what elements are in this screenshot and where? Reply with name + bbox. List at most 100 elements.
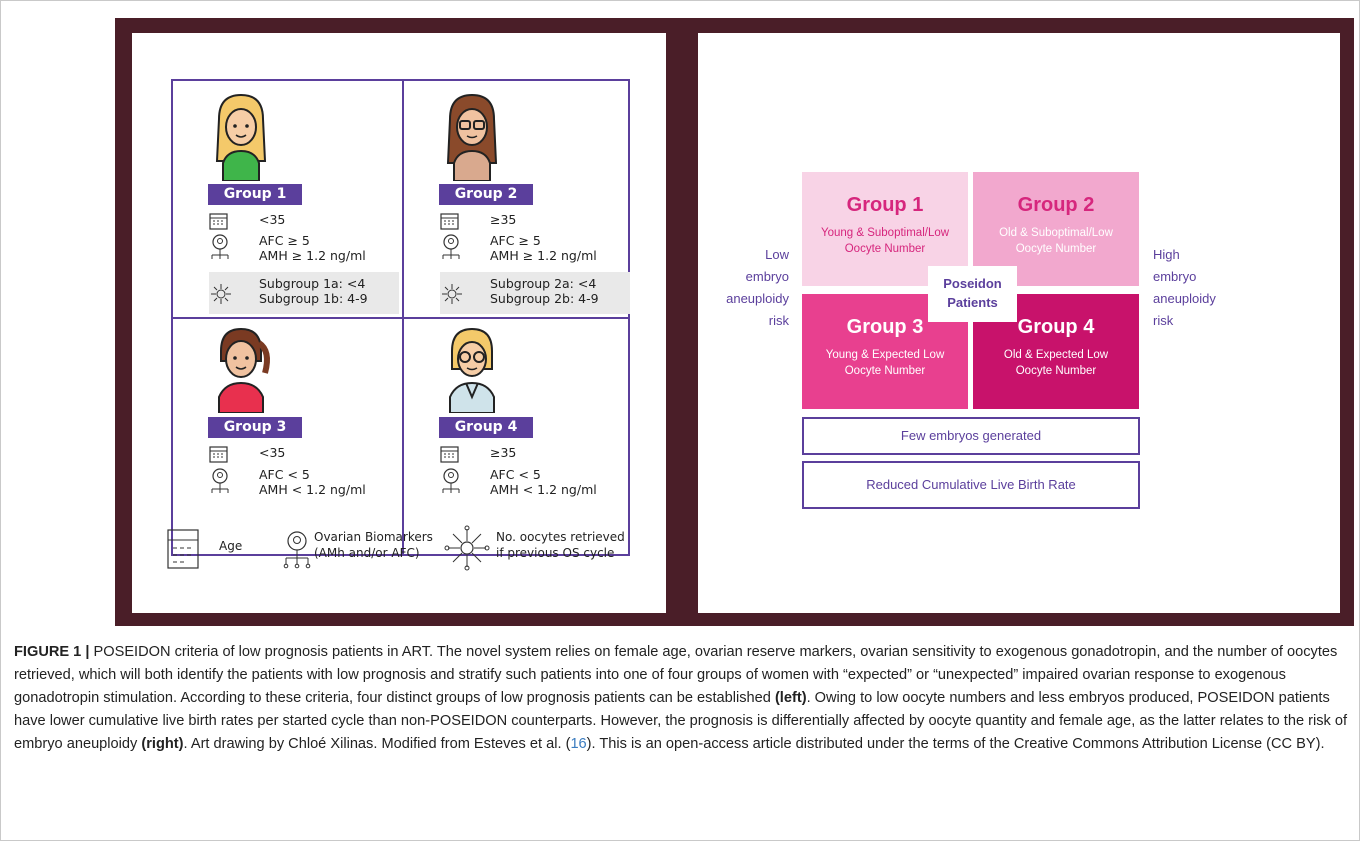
- legend-age-label: Age: [219, 539, 243, 553]
- low-risk-line3: aneuploidy: [726, 291, 789, 306]
- woman-doctor-avatar-icon: [449, 327, 495, 413]
- group-2-cell: Group 2 ≥35 AFC ≥ 5 AMH ≥ 1.2 ng/ml Subg…: [404, 81, 634, 315]
- group-label: Group 4: [439, 417, 533, 438]
- group-label: Group 2: [439, 184, 533, 205]
- biomarker-icon: [211, 234, 229, 259]
- low-risk-line2: embryo: [745, 269, 789, 284]
- quadrant-title: Group 1: [846, 194, 924, 216]
- calendar-icon: [209, 213, 228, 230]
- woman-blonde-avatar-icon: [215, 93, 267, 181]
- high-risk-line3: aneuploidy: [1153, 291, 1216, 306]
- biomarker-icon: [211, 468, 229, 493]
- amh-value: AMH < 1.2 ng/ml: [259, 482, 366, 497]
- age-value: <35: [259, 212, 286, 227]
- calendar-icon: [440, 446, 459, 463]
- legend-oocytes-line1: No. oocytes retrieved: [496, 530, 625, 544]
- subgroup-row: Subgroup 1a: <4 Subgroup 1b: 4-9: [209, 276, 399, 310]
- biomarker-icon: [442, 468, 460, 493]
- age-row: <35: [209, 212, 399, 230]
- center-line2: Patients: [947, 295, 998, 310]
- poseidon-center-label: Poseidon Patients: [928, 266, 1017, 322]
- subgroup-b: Subgroup 2b: 4-9: [490, 291, 599, 306]
- age-row: ≥35: [440, 445, 630, 463]
- oocyte-icon: [442, 284, 462, 304]
- calendar-icon: [209, 446, 228, 463]
- amh-value: AMH < 1.2 ng/ml: [490, 482, 597, 497]
- legend-calendar-icon: [167, 529, 199, 569]
- caption-text-4: ). This is an open-access article distri…: [586, 736, 1325, 752]
- biomarker-row: AFC < 5 AMH < 1.2 ng/ml: [209, 467, 399, 501]
- caption-text-3: . Art drawing by Chloé Xilinas. Modified…: [183, 736, 571, 752]
- quadrant-title: Group 3: [846, 316, 924, 338]
- quadrant-subtitle-line2: Oocyte Number: [844, 243, 926, 255]
- group-4-cell: Group 4 ≥35 AFC < 5 AMH < 1.2 ng/ml: [404, 319, 634, 553]
- legend-biomarkers-line2: (AMh and/or AFC): [314, 546, 420, 560]
- legend-oocytes-line2: if previous OS cycle: [496, 546, 615, 560]
- quadrant-subtitle-line1: Old & Suboptimal/Low: [999, 227, 1113, 239]
- quadrant-subtitle-line1: Young & Suboptimal/Low: [820, 227, 950, 239]
- caption-right-ref: (right): [141, 736, 184, 752]
- age-row: ≥35: [440, 212, 630, 230]
- high-risk-line1: High: [1153, 247, 1180, 262]
- subgroup-box: [440, 272, 630, 314]
- groups-grid: [171, 79, 630, 556]
- biomarker-row: AFC < 5 AMH < 1.2 ng/ml: [440, 467, 630, 501]
- oocyte-icon: [211, 284, 231, 304]
- quadrant-subtitle-line2: Oocyte Number: [1015, 365, 1097, 377]
- caption-left-ref: (left): [774, 690, 807, 706]
- figure-caption: FIGURE 1 | POSEIDON criteria of low prog…: [14, 641, 1348, 756]
- biomarker-row: AFC ≥ 5 AMH ≥ 1.2 ng/ml: [209, 233, 399, 267]
- amh-value: AMH ≥ 1.2 ng/ml: [490, 248, 597, 263]
- subgroup-a: Subgroup 2a: <4: [490, 276, 597, 291]
- afc-value: AFC ≥ 5: [259, 233, 310, 248]
- subgroup-b: Subgroup 1b: 4-9: [259, 291, 368, 306]
- afc-value: AFC ≥ 5: [490, 233, 541, 248]
- biomarker-row: AFC ≥ 5 AMH ≥ 1.2 ng/ml: [440, 233, 630, 267]
- woman-glasses-avatar-icon: [446, 93, 498, 181]
- age-value: ≥35: [490, 212, 517, 227]
- group-1-cell: Group 1 <35 AFC ≥ 5 AMH ≥ 1.2 ng/ml Subg…: [173, 81, 403, 315]
- center-line1: Poseidon: [943, 276, 1002, 291]
- grid-divider-horizontal: [173, 317, 628, 319]
- high-risk-label: High embryo aneuploidy risk: [1153, 244, 1216, 332]
- group-3-cell: Group 3 <35 AFC < 5 AMH < 1.2 ng/ml: [173, 319, 403, 553]
- age-value: ≥35: [490, 445, 517, 460]
- quadrant-subtitle-line2: Oocyte Number: [1015, 243, 1097, 255]
- group-label: Group 3: [208, 417, 302, 438]
- age-value: <35: [259, 445, 286, 460]
- low-risk-line1: Low: [765, 247, 789, 262]
- high-risk-line4: risk: [1153, 313, 1174, 328]
- afc-value: AFC < 5: [259, 467, 310, 482]
- legend-biomarkers-line1: Ovarian Biomarkers: [314, 530, 433, 544]
- legend-biomarker-icon: [283, 531, 311, 569]
- caption-text-2: . Owing to low oocyte numbers and less e…: [14, 690, 1348, 752]
- quadrant-title: Group 2: [1017, 194, 1095, 216]
- quadrant-subtitle-line1: Young & Expected Low: [825, 349, 945, 361]
- reduced-clbr-box: Reduced Cumulative Live Birth Rate: [802, 461, 1140, 509]
- group-label: Group 1: [208, 184, 302, 205]
- low-risk-label: Low embryo aneuploidy risk: [725, 244, 789, 332]
- woman-ponytail-avatar-icon: [218, 327, 270, 413]
- afc-value: AFC < 5: [490, 467, 541, 482]
- biomarker-icon: [442, 234, 460, 259]
- quadrant-subtitle-line2: Oocyte Number: [844, 365, 926, 377]
- low-risk-line4: risk: [768, 313, 789, 328]
- few-embryos-box: Few embryos generated: [802, 417, 1140, 455]
- citation-link[interactable]: 16: [570, 736, 587, 752]
- quadrant-title: Group 4: [1017, 316, 1095, 338]
- high-risk-line2: embryo: [1153, 269, 1197, 284]
- age-row: <35: [209, 445, 399, 463]
- figure-label: FIGURE 1 |: [14, 644, 90, 660]
- caption-text-1: POSEIDON criteria of low prognosis patie…: [14, 644, 1338, 706]
- subgroup-box: [209, 272, 399, 314]
- amh-value: AMH ≥ 1.2 ng/ml: [259, 248, 366, 263]
- legend-oocyte-icon: [444, 525, 490, 571]
- quadrant-subtitle-line1: Old & Expected Low: [1003, 349, 1109, 361]
- subgroup-a: Subgroup 1a: <4: [259, 276, 366, 291]
- calendar-icon: [440, 213, 459, 230]
- subgroup-row: Subgroup 2a: <4 Subgroup 2b: 4-9: [440, 276, 630, 310]
